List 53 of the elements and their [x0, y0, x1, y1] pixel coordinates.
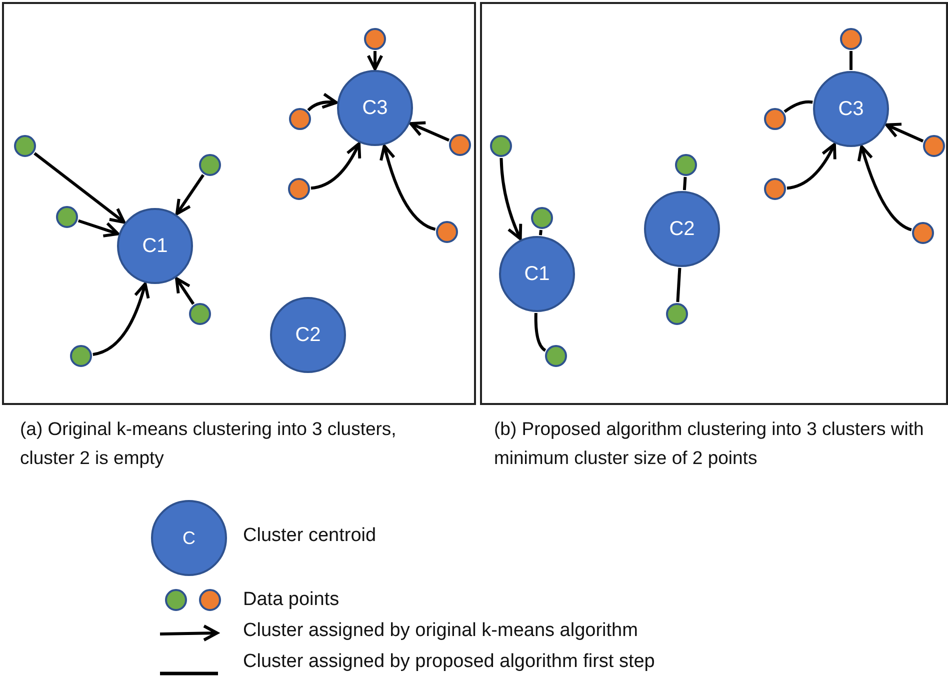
- connector-line: [784, 100, 813, 113]
- arrow: [409, 121, 450, 142]
- data-point-circle: [675, 154, 697, 176]
- data-point-circle: [531, 207, 553, 229]
- legend-text: Cluster centroid: [243, 525, 376, 547]
- centroid-circle: C2: [644, 191, 720, 267]
- arrow: [885, 122, 924, 142]
- arrow: [310, 142, 361, 190]
- arrow: [366, 51, 384, 70]
- data-point-circle: [189, 303, 211, 325]
- data-point-circle: [545, 345, 567, 367]
- data-point-circle: [764, 108, 786, 130]
- connector-line: [538, 230, 542, 236]
- arrow: [78, 219, 120, 238]
- arrow: [175, 277, 195, 305]
- connector-line: [850, 51, 852, 70]
- data-point-circle: [666, 303, 688, 325]
- data-point-circle: [840, 28, 862, 50]
- arrow: [92, 282, 150, 356]
- centroid-circle: C3: [337, 70, 413, 146]
- data-point-circle: [14, 135, 36, 157]
- arrow: [380, 144, 436, 231]
- arrow: [175, 174, 204, 216]
- data-point-circle: [436, 221, 458, 243]
- centroid-circle: C3: [813, 71, 889, 147]
- data-point-circle: [364, 28, 386, 50]
- data-point-circle: [764, 178, 786, 200]
- data-point-circle: [912, 222, 934, 244]
- connector-line: [676, 268, 682, 302]
- panel-caption: (a) Original k-means clustering into 3 clusters, cluster 2 is empty: [20, 417, 398, 470]
- data-point-circle: [490, 135, 512, 157]
- data-point-circle: [288, 178, 310, 200]
- centroid-circle: C1: [499, 236, 575, 312]
- connector-line: [682, 176, 687, 190]
- arrow: [786, 142, 836, 190]
- arrow: [307, 92, 338, 112]
- centroid-circle: C2: [270, 297, 346, 373]
- data-point-circle: [289, 108, 311, 130]
- connector-line: [534, 312, 546, 352]
- centroid-circle: C1: [117, 208, 193, 284]
- legend-text: Data points: [243, 589, 340, 611]
- arrow: [34, 152, 126, 224]
- data-point-circle: [923, 135, 945, 157]
- panel-caption: (b) Proposed algorithm clustering into 3 clusters with minimum cluster size of 2 points: [494, 417, 924, 470]
- data-point-circle: [449, 134, 471, 156]
- legend-text: Cluster assigned by proposed algorithm first step: [243, 651, 655, 673]
- legend-text: Cluster assigned by original k-means algorithm: [243, 620, 638, 642]
- symbol-letter: C: [182, 528, 196, 548]
- data-point-circle: [70, 345, 92, 367]
- arrow: [858, 145, 912, 232]
- data-point-circle: [56, 206, 78, 228]
- data-point-circle: [199, 154, 221, 176]
- arrow: [500, 158, 522, 240]
